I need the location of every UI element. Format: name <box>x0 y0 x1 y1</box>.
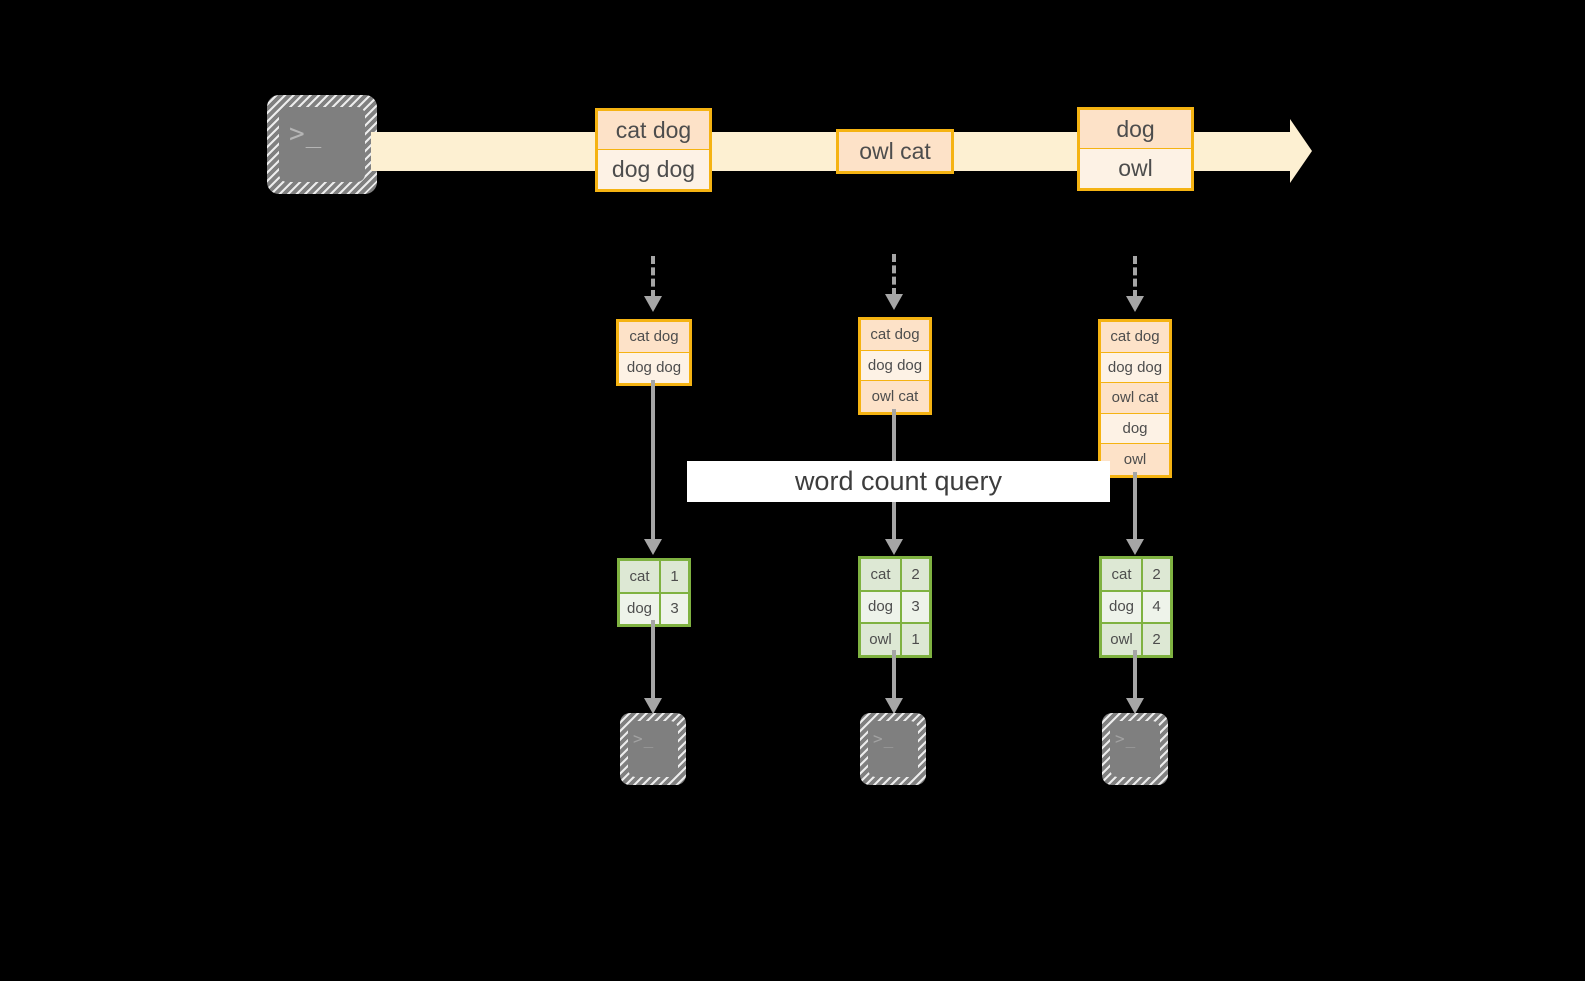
result-word: dog <box>861 591 902 622</box>
result-count: 1 <box>661 561 688 592</box>
arrowhead-icon <box>885 294 903 310</box>
arrowhead-icon <box>1126 296 1144 312</box>
result-count: 3 <box>902 591 929 622</box>
source-terminal-icon: >_ <box>267 95 377 194</box>
result-row: dog 3 <box>620 593 688 624</box>
query-label: word count query <box>687 461 1110 502</box>
sink-3-terminal-icon: >_ <box>1102 713 1168 785</box>
batch-3-input-records: cat dog dog dog owl cat dog owl <box>1098 319 1172 478</box>
result-row: dog 4 <box>1102 591 1170 624</box>
result-word: cat <box>620 561 661 592</box>
result-count: 2 <box>1143 624 1170 655</box>
stream-record: dog dog <box>598 150 709 189</box>
sink-1-terminal-icon: >_ <box>620 713 686 785</box>
stream-records-group-1: cat dog dog dog <box>595 108 712 192</box>
result-word: cat <box>1102 559 1143 590</box>
result-row: cat 1 <box>620 561 688 594</box>
result-word: dog <box>620 593 661 624</box>
sink-2-terminal-icon: >_ <box>860 713 926 785</box>
stream-record: owl cat <box>839 132 951 171</box>
arrowhead-icon <box>1126 698 1144 714</box>
batch-record: owl cat <box>1101 383 1169 414</box>
terminal-screen <box>279 107 365 182</box>
connector-line <box>1133 472 1137 541</box>
batch-record: cat dog <box>619 322 689 353</box>
result-count: 2 <box>902 559 929 590</box>
arrowhead-icon <box>885 698 903 714</box>
prompt-glyph: >_ <box>873 729 895 748</box>
connector-line <box>892 254 896 296</box>
result-row: owl 1 <box>861 624 929 655</box>
result-count: 1 <box>902 624 929 655</box>
batch-2-input-records: cat dog dog dog owl cat <box>858 317 932 415</box>
prompt-glyph: >_ <box>633 729 655 748</box>
batch-1-result-table: cat 1 dog 3 <box>617 558 691 627</box>
terminal-screen <box>868 721 918 777</box>
batch-record: dog dog <box>619 352 689 383</box>
connector-line <box>651 256 655 298</box>
batch-record: dog dog <box>861 350 929 381</box>
batch-record: owl cat <box>861 381 929 412</box>
connector-line <box>651 380 655 541</box>
stream-arrow-icon <box>1290 119 1312 183</box>
stream-record: owl <box>1080 149 1191 188</box>
batch-record: cat dog <box>861 320 929 351</box>
stream-record: dog <box>1080 110 1191 149</box>
connector-line <box>1133 650 1137 700</box>
result-row: cat 2 <box>861 559 929 592</box>
terminal-screen <box>1110 721 1160 777</box>
result-word: owl <box>861 624 902 655</box>
result-word: cat <box>861 559 902 590</box>
connector-line <box>892 650 896 700</box>
arrowhead-icon <box>644 296 662 312</box>
batch-record: dog <box>1101 413 1169 444</box>
prompt-glyph: >_ <box>1115 729 1137 748</box>
connector-line <box>651 620 655 700</box>
result-count: 4 <box>1143 591 1170 622</box>
batch-3-result-table: cat 2 dog 4 owl 2 <box>1099 556 1173 658</box>
terminal-screen <box>628 721 678 777</box>
arrowhead-icon <box>644 698 662 714</box>
result-count: 3 <box>661 593 688 624</box>
arrowhead-icon <box>885 539 903 555</box>
result-count: 2 <box>1143 559 1170 590</box>
result-row: dog 3 <box>861 591 929 624</box>
stream-record: cat dog <box>598 111 709 150</box>
batch-record: owl <box>1101 444 1169 475</box>
arrowhead-icon <box>644 539 662 555</box>
batch-2-result-table: cat 2 dog 3 owl 1 <box>858 556 932 658</box>
stream-records-group-3: dog owl <box>1077 107 1194 191</box>
result-row: owl 2 <box>1102 624 1170 655</box>
prompt-glyph: >_ <box>289 119 323 149</box>
result-word: owl <box>1102 624 1143 655</box>
batch-1-input-records: cat dog dog dog <box>616 319 692 386</box>
arrowhead-icon <box>1126 539 1144 555</box>
stream-records-group-2: owl cat <box>836 129 954 174</box>
connector-line <box>1133 256 1137 298</box>
batch-record: dog dog <box>1101 352 1169 383</box>
batch-record: cat dog <box>1101 322 1169 353</box>
result-word: dog <box>1102 591 1143 622</box>
result-row: cat 2 <box>1102 559 1170 592</box>
